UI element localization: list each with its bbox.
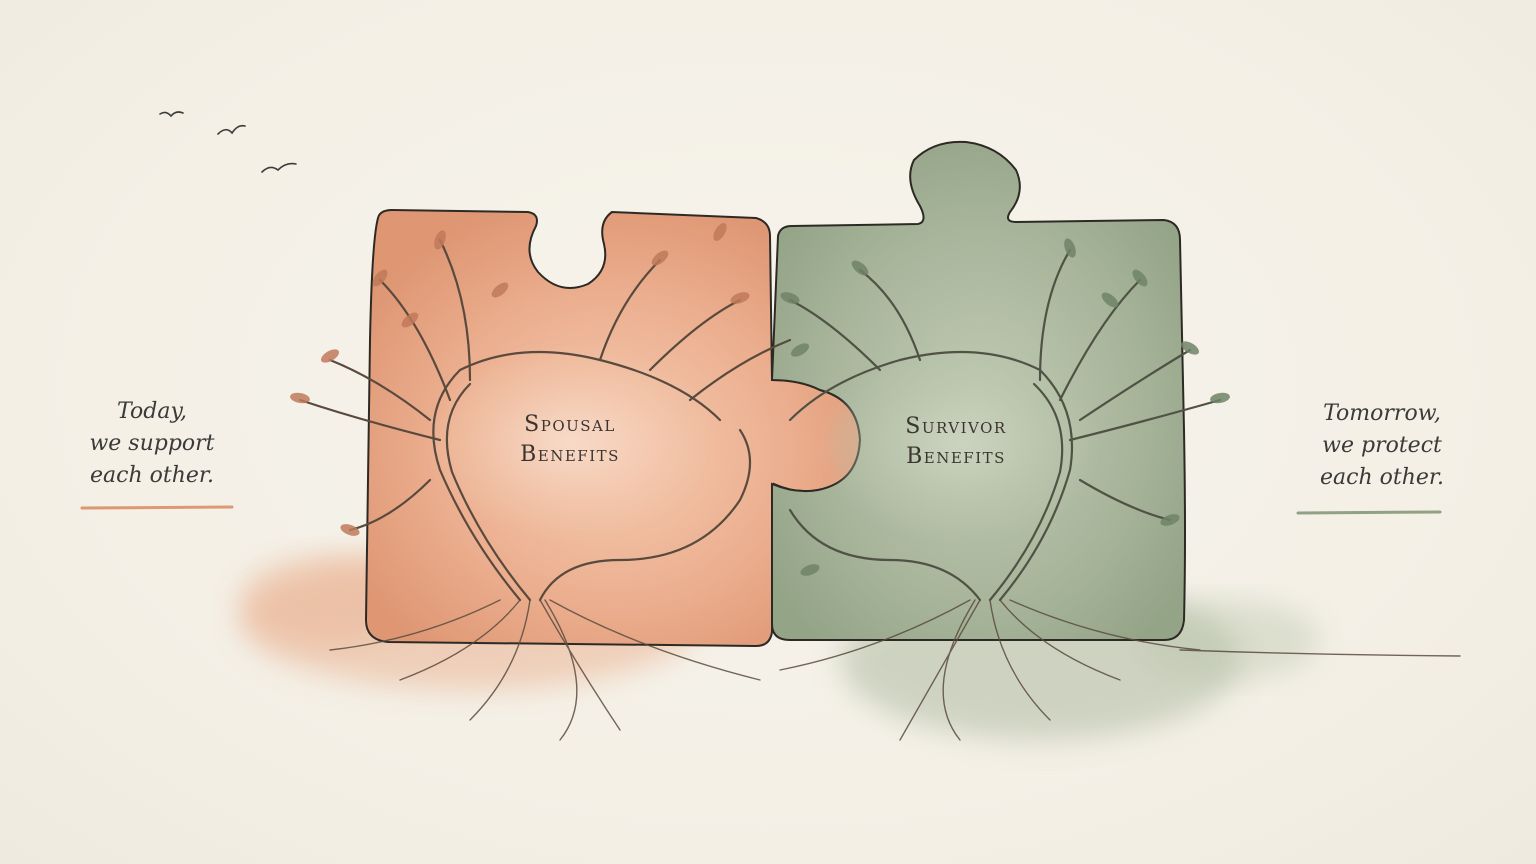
bird-3	[261, 162, 297, 173]
spousal-label-line2: Benefits	[520, 442, 620, 467]
today-caption-line3: each other.	[90, 463, 214, 488]
tree-right	[788, 248, 1222, 602]
today-caption: Today, we support each other.	[52, 396, 252, 492]
tomorrow-caption: Tomorrow, we protect each other.	[1282, 398, 1482, 494]
survivor-benefits-label: Survivor Benefits	[846, 412, 1066, 472]
survivor-label-line2: Benefits	[906, 444, 1006, 469]
tree-left	[298, 238, 792, 602]
leaves-left	[290, 222, 750, 536]
tomorrow-caption-line1: Tomorrow,	[1323, 401, 1441, 426]
bird-1	[159, 111, 184, 118]
spousal-label-line1: Spousal	[524, 412, 616, 437]
spousal-benefits-label: Spousal Benefits	[460, 410, 680, 470]
roots	[329, 599, 1461, 741]
left-label-oval	[435, 352, 705, 532]
tomorrow-caption-line2: we protect	[1322, 433, 1442, 458]
today-caption-line1: Today,	[117, 399, 187, 424]
right-caption-underline	[1296, 510, 1442, 515]
survivor-label-line1: Survivor	[905, 414, 1007, 439]
leaves-right	[780, 238, 1230, 576]
left-caption-underline	[80, 505, 234, 510]
birds	[159, 111, 297, 173]
tomorrow-caption-line3: each other.	[1320, 465, 1444, 490]
right-label-oval	[830, 354, 1090, 534]
today-caption-line2: we support	[89, 431, 215, 456]
bird-2	[217, 124, 246, 135]
